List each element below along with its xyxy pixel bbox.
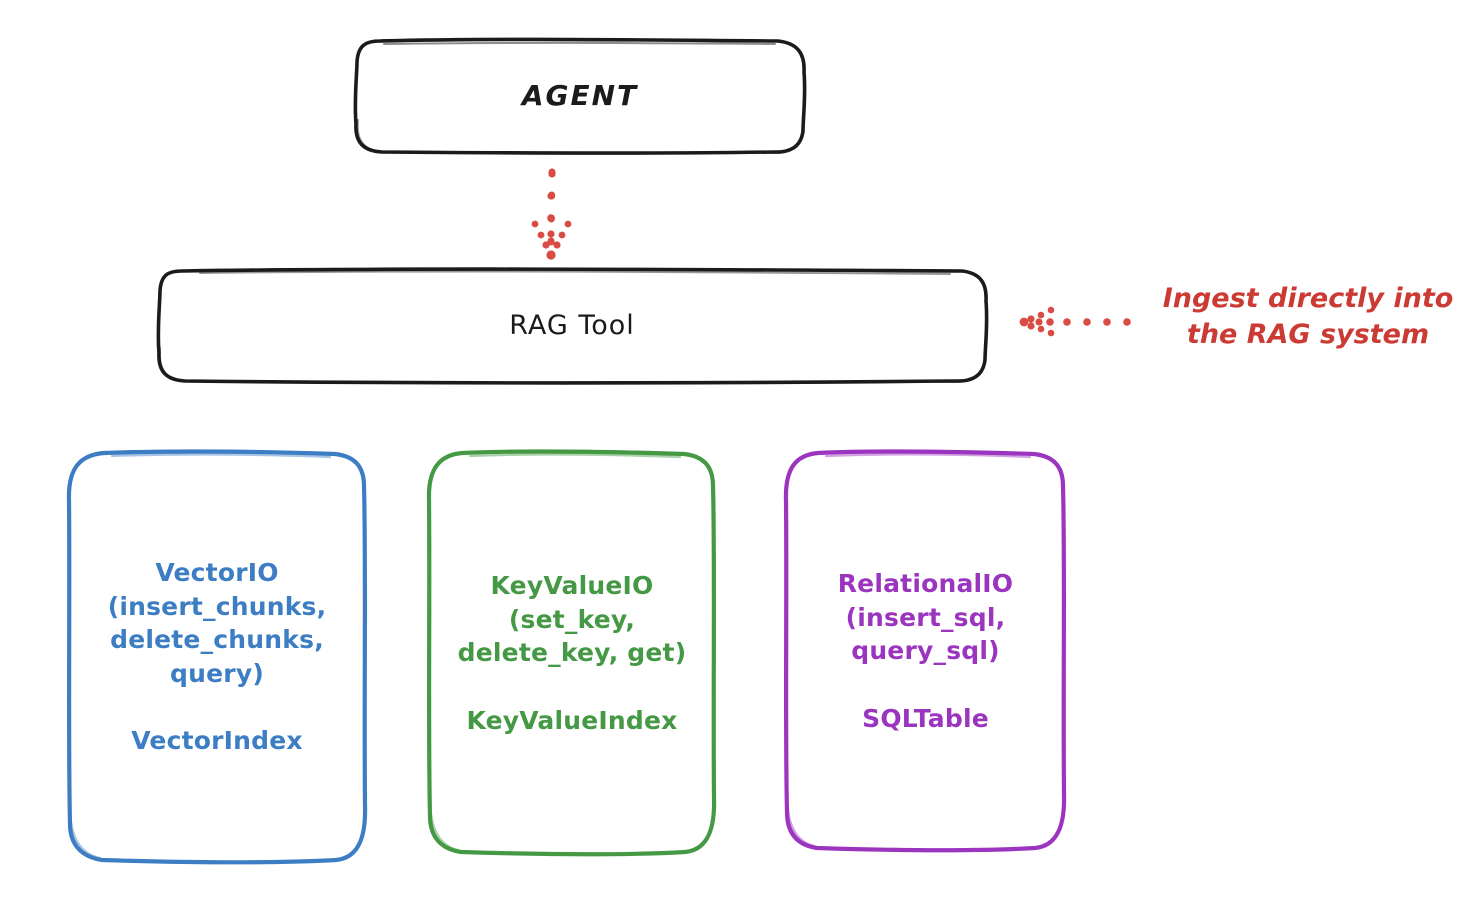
vector-index-label: VectorIndex xyxy=(131,726,303,756)
node-rag-tool[interactable]: RAG Tool xyxy=(158,270,986,382)
relational-io-api-label: RelationalIO (insert_sql, query_sql) xyxy=(837,569,1014,665)
key-value-index-label: KeyValueIndex xyxy=(466,705,678,735)
sql-table-label: SQLTable xyxy=(862,703,989,733)
ingest-annotation-text: Ingest directly into the RAG system xyxy=(1162,283,1454,350)
node-vector-io[interactable]: VectorIO (insert_chunks, delete_chunks, … xyxy=(68,452,366,862)
rag-tool-label: RAG Tool xyxy=(509,310,635,342)
node-key-value-io[interactable]: KeyValueIO (set_key, delete_key, get) Ke… xyxy=(430,452,714,854)
key-value-io-api-label: KeyValueIO (set_key, delete_key, get) xyxy=(457,571,687,667)
node-relational-io[interactable]: RelationalIO (insert_sql, query_sql) SQL… xyxy=(787,452,1064,850)
node-agent[interactable]: AGENT xyxy=(355,40,805,153)
agent-to-ragtool-connector xyxy=(531,168,572,260)
vector-io-api-label: VectorIO (insert_chunks, delete_chunks, … xyxy=(107,558,327,688)
ingest-to-ragtool-connector xyxy=(1019,306,1131,337)
agent-label: AGENT xyxy=(521,79,639,113)
